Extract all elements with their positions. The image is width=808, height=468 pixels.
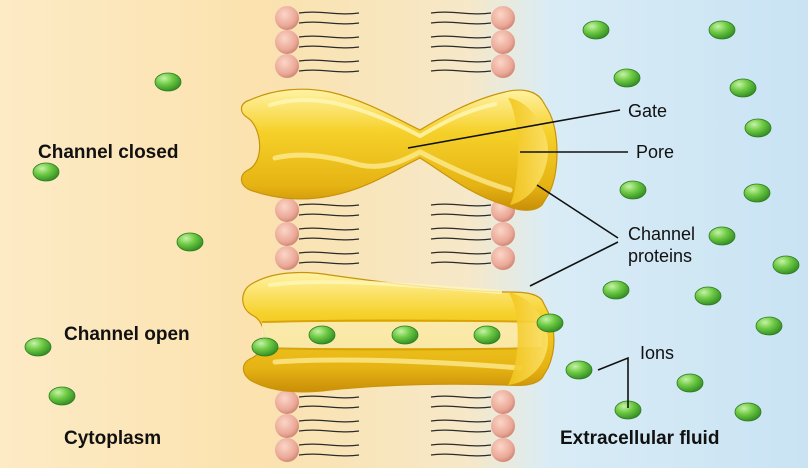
lipid-head [491, 222, 515, 246]
ion [252, 338, 278, 356]
lipid-head [491, 30, 515, 54]
pore-label: Pore [636, 142, 674, 162]
channel-open-label: Channel open [64, 324, 190, 345]
ion [583, 21, 609, 39]
ion [33, 163, 59, 181]
channel-proteins-label-line1: Channel [628, 224, 695, 244]
ion [730, 79, 756, 97]
channel-closed-label: Channel closed [38, 142, 178, 163]
ion [25, 338, 51, 356]
ion [155, 73, 181, 91]
lipid-head [275, 246, 299, 270]
lipid-head [275, 390, 299, 414]
ion [744, 184, 770, 202]
lipid-head [275, 30, 299, 54]
ion [756, 317, 782, 335]
ion [709, 227, 735, 245]
ion [49, 387, 75, 405]
ion [537, 314, 563, 332]
ion [614, 69, 640, 87]
ion [309, 326, 335, 344]
ions-label: Ions [640, 343, 674, 363]
lipid-head [275, 222, 299, 246]
ion [392, 326, 418, 344]
gate-label: Gate [628, 101, 667, 121]
lipid-head [491, 390, 515, 414]
lipid-head [275, 6, 299, 30]
lipid-head [491, 414, 515, 438]
lipid-head [491, 438, 515, 462]
ion [177, 233, 203, 251]
ion [603, 281, 629, 299]
cytoplasm-label: Cytoplasm [64, 428, 161, 449]
lipid-head [275, 54, 299, 78]
ion [566, 361, 592, 379]
ion [677, 374, 703, 392]
channel-proteins-label-line2: proteins [628, 246, 692, 266]
lipid-head [491, 6, 515, 30]
ion [745, 119, 771, 137]
ion [620, 181, 646, 199]
lipid-head [491, 54, 515, 78]
lipid-head [275, 414, 299, 438]
ion [773, 256, 799, 274]
lipid-head [275, 198, 299, 222]
ion [474, 326, 500, 344]
lipid-head [275, 438, 299, 462]
ion [695, 287, 721, 305]
lipid-head [491, 246, 515, 270]
extracellular-fluid-label: Extracellular fluid [560, 428, 719, 449]
ion [709, 21, 735, 39]
ion [735, 403, 761, 421]
